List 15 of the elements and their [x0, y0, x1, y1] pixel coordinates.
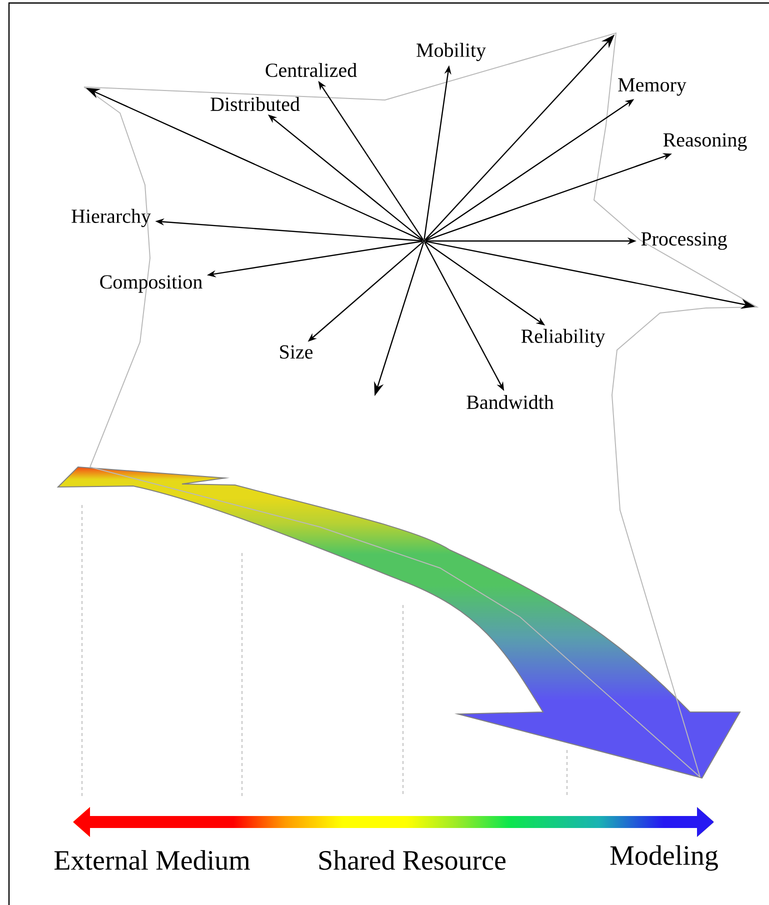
axis-label: Mobility — [416, 42, 486, 62]
scale-label: Modeling — [610, 845, 718, 871]
axis-label: Processing — [641, 232, 727, 250]
axis-label: Bandwidth — [466, 394, 554, 410]
scale-label: Shared Resource — [319, 850, 506, 870]
axis-label: Composition — [100, 275, 202, 293]
axis-label: Hierarchy — [72, 208, 151, 228]
axis-label: Reasoning — [663, 133, 747, 151]
axis-label: Centralized — [266, 62, 357, 78]
axis-label: Distributed — [210, 96, 300, 112]
hub-point — [422, 240, 426, 242]
scale-label: External Medium — [54, 850, 250, 870]
axis-label: Size — [280, 345, 313, 359]
axis-label: Reliability — [521, 328, 606, 348]
axis-label: Memory — [618, 78, 686, 96]
